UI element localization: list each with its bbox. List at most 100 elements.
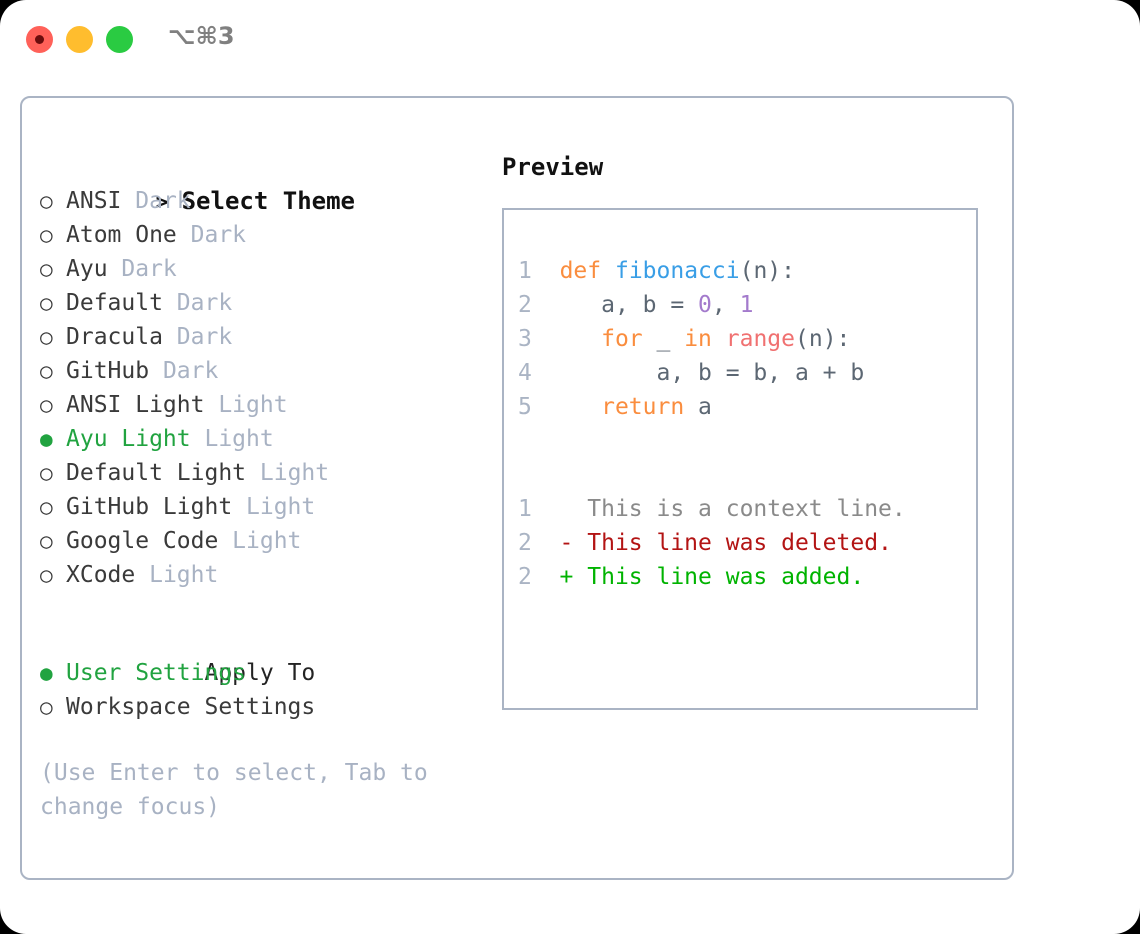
theme-option-ayu[interactable]: ○Ayu Dark — [40, 252, 480, 286]
code-token: for — [601, 326, 643, 352]
radio-unselected-icon: ○ — [40, 495, 53, 519]
code-indent — [532, 258, 560, 284]
preview-column: Preview 1 def fibonacci(n):2 a, b = 0, 1… — [502, 150, 992, 710]
apply-to-option-user-settings[interactable]: ● User Settings — [40, 656, 480, 690]
diff-line: 1 This is a context line. — [518, 492, 976, 526]
diff-line: 2 + This line was added. — [518, 560, 976, 594]
recording-indicator-icon — [35, 35, 44, 44]
diff-line-text: + This line was added. — [531, 564, 865, 590]
apply-to-option-label: User Settings — [66, 660, 247, 686]
minimize-button[interactable] — [66, 26, 93, 53]
code-token: fibonacci — [614, 258, 740, 284]
code-token: return — [601, 394, 685, 420]
apply-to-options-list: ● User Settings ○Workspace Settings — [40, 656, 480, 724]
theme-option-variant: Light — [259, 460, 330, 486]
line-number: 2 — [518, 292, 532, 318]
line-number: 4 — [518, 360, 532, 386]
theme-picker-panel: >Select Theme ○ANSI Dark○Atom One Dark○A… — [20, 96, 1014, 880]
theme-option-xcode[interactable]: ○ XCode Light — [40, 558, 480, 592]
code-token: (n): — [795, 326, 851, 352]
keyboard-hint-text: (Use Enter to select, Tab to change focu… — [40, 760, 428, 820]
theme-option-variant: Dark — [121, 256, 177, 282]
code-token: (n): — [739, 258, 795, 284]
code-spacer — [518, 424, 976, 458]
code-token: 0 — [698, 292, 712, 318]
code-token: range — [725, 326, 796, 352]
code-token: a — [684, 394, 712, 420]
theme-option-default[interactable]: ○Default Dark — [40, 286, 480, 320]
theme-option-variant: Light — [204, 426, 274, 452]
code-indent — [532, 394, 601, 420]
keyboard-shortcut-label: ⌥⌘3 — [168, 22, 235, 50]
code-token: _ — [642, 326, 685, 352]
code-indent — [532, 326, 601, 352]
diff-line: 2 - This line was deleted. — [518, 526, 976, 560]
code-indent — [532, 292, 601, 318]
code-token: , — [711, 292, 740, 318]
radio-unselected-icon: ○ — [40, 257, 53, 281]
theme-option-github[interactable]: ○GitHub Dark — [40, 354, 480, 388]
code-line: 2 a, b = 0, 1 — [518, 288, 976, 322]
theme-option-label: GitHub — [66, 358, 163, 384]
theme-option-github-light[interactable]: ○ GitHub Light Light — [40, 490, 480, 524]
theme-option-label: Ayu Light — [66, 426, 205, 452]
theme-option-ansi-light[interactable]: ○ANSI Light Light — [40, 388, 480, 422]
radio-selected-icon: ● — [40, 661, 53, 685]
preview-title: Preview — [502, 153, 604, 181]
select-theme-header-label: Select Theme — [181, 187, 355, 215]
code-spacer-2 — [518, 458, 976, 492]
radio-unselected-icon: ○ — [40, 563, 53, 587]
code-token: a, b = — [601, 292, 699, 318]
theme-option-atom-one[interactable]: ○ Atom One Dark — [40, 218, 480, 252]
select-theme-header: >Select Theme — [40, 150, 480, 215]
theme-option-label: Dracula — [66, 324, 177, 350]
code-token: 1 — [739, 292, 754, 318]
line-number: 1 — [518, 258, 532, 284]
radio-unselected-icon: ○ — [40, 223, 53, 247]
radio-unselected-icon: ○ — [40, 461, 53, 485]
code-line: 1 def fibonacci(n): — [518, 254, 976, 288]
theme-option-label: XCode — [66, 562, 150, 588]
line-number: 5 — [518, 394, 532, 420]
apply-to-option-workspace-settings[interactable]: ○Workspace Settings — [40, 690, 480, 724]
radio-unselected-icon: ○ — [40, 529, 53, 553]
code-token — [601, 258, 615, 284]
theme-option-variant: Dark — [162, 358, 219, 384]
line-number: 3 — [518, 326, 532, 352]
theme-option-default-light[interactable]: ○ Default Light Light — [40, 456, 480, 490]
theme-option-label: ANSI Light — [66, 392, 219, 418]
apply-to-title: Apply To — [40, 622, 480, 686]
theme-option-variant: Light — [149, 562, 219, 588]
theme-option-ayu-light[interactable]: ● Ayu Light Light — [40, 422, 480, 456]
window-titlebar: ⌥⌘3 — [0, 0, 1140, 78]
theme-option-variant: Light — [246, 494, 316, 520]
code-line: 3 for _ in range(n): — [518, 322, 976, 356]
code-line: 5 return a — [518, 390, 976, 424]
theme-option-variant: Dark — [135, 188, 191, 214]
diff-sample: 1 This is a context line.2 - This line w… — [518, 492, 976, 594]
code-token: a, b = b, a + b — [656, 360, 865, 386]
apply-to-section: Apply To ● User Settings ○Workspace Settin… — [40, 622, 480, 724]
theme-option-label: Default Light — [66, 460, 260, 486]
maximize-button[interactable] — [106, 26, 133, 53]
apply-to-title-label: Apply To — [204, 660, 316, 686]
code-token — [712, 326, 726, 352]
code-line: 4 a, b = b, a + b — [518, 356, 976, 390]
theme-option-ansi[interactable]: ○ANSI Dark — [40, 184, 480, 218]
theme-option-dracula[interactable]: ○Dracula Dark — [40, 320, 480, 354]
theme-option-variant: Dark — [190, 222, 247, 248]
diff-line-text: This is a context line. — [531, 496, 906, 522]
theme-option-variant: Dark — [176, 324, 233, 350]
line-number: 2 — [518, 564, 532, 590]
apply-to-option-label: Workspace Settings — [66, 694, 316, 720]
theme-option-google-code[interactable]: ○Google Code Light — [40, 524, 480, 558]
theme-options-list: ○ANSI Dark○Atom One Dark○Ayu Dark○Defaul… — [40, 184, 480, 592]
line-number: 2 — [518, 530, 532, 556]
theme-option-label: Atom One — [66, 222, 191, 248]
theme-option-label: GitHub Light — [66, 494, 247, 520]
radio-selected-icon: ● — [40, 427, 53, 451]
radio-unselected-icon: ○ — [40, 393, 53, 417]
